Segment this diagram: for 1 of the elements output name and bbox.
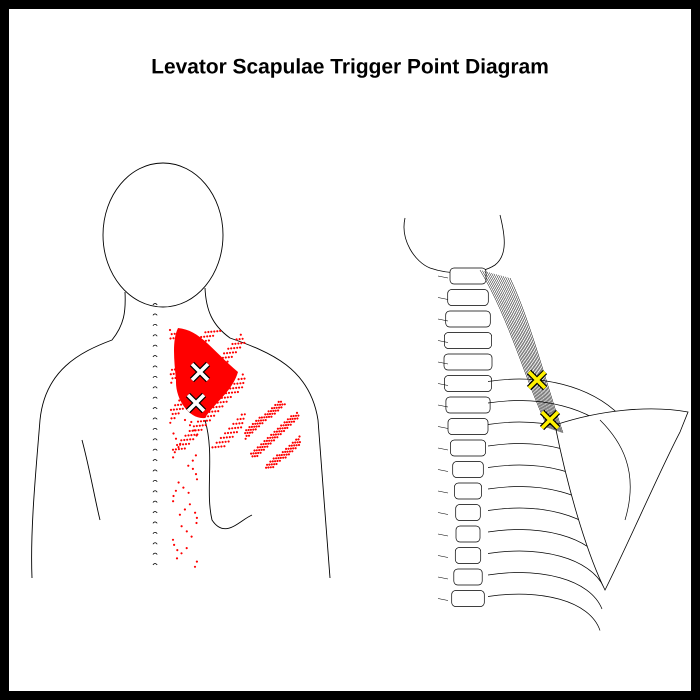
title: Levator Scapulae Trigger Point Diagram [152,58,548,78]
